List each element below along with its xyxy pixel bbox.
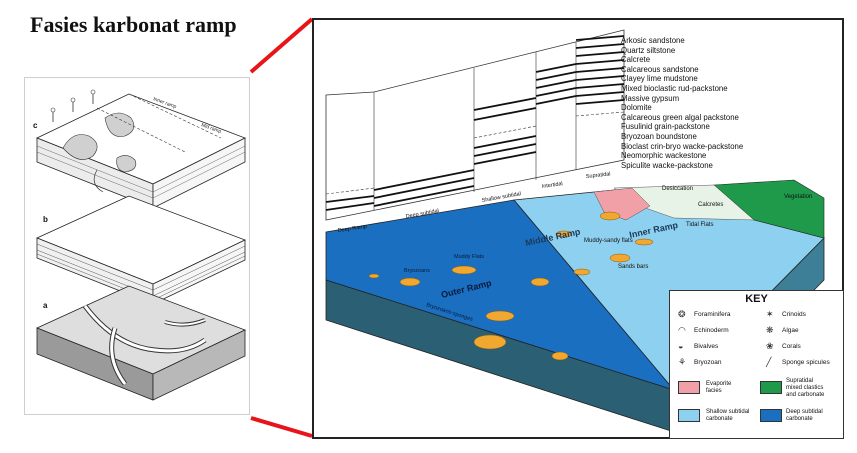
evaporite-swatch (678, 381, 700, 394)
label-muddy-flats: Muddy Flats (454, 254, 484, 260)
supratidal-swatch (760, 381, 782, 394)
deep-subtidal-swatch (760, 409, 782, 422)
block-c-label: c (33, 121, 38, 130)
key-item-bivalves: Bivalves (694, 343, 719, 350)
lithology-item: Bryozoan boundstone (621, 131, 697, 141)
key-item-echinoderm: Echinoderm (694, 327, 729, 334)
key-item-crinoids: Crinoids (782, 311, 806, 318)
zone-label-deep-ramp: Deep Ramp (337, 224, 367, 234)
lithology-item: Fusulinid grain-packstone (621, 122, 710, 132)
lithology-grid (325, 29, 625, 221)
key-item-algae: Algae (782, 327, 799, 334)
block-a-label: a (43, 301, 48, 310)
label-sands-bars: Sands bars (618, 264, 648, 270)
block-b: b (35, 195, 247, 305)
echinoderm-icon: ◠ (678, 325, 686, 335)
lithology-item: Massive gypsum (621, 93, 680, 103)
page-title: Fasies karbonat ramp (30, 12, 237, 37)
zone-label-intertidal: Intertidal (541, 181, 563, 190)
block-c: c Inner ramp Mid ramp (33, 89, 246, 209)
block-b-label: b (43, 215, 48, 224)
lithology-item: Spiculite wacke-packstone (621, 160, 713, 170)
lithology-item: Bioclast crin-bryo wacke-packstone (621, 141, 744, 151)
carbonate-ramp-diagram: Deep Ramp Deep subtidal Shallow subtidal… (312, 18, 844, 439)
legend-key: KEY ❂ Foraminifera ✶ Crinoids ◠ Echinode… (669, 290, 844, 439)
shallow-subtidal-swatch (678, 409, 700, 422)
lithology-list: Arkosic sandstone Quartz siltstone Calcr… (621, 36, 743, 170)
label-bryozoans: Bryozoans (404, 268, 430, 274)
bryozoan-icon: ⚘ (678, 357, 687, 367)
sponge-spicule-icon: ╱ (766, 357, 772, 367)
lithology-item: Dolomite (621, 103, 652, 113)
lithology-item: Calcrete (621, 55, 651, 65)
connector-top (249, 17, 314, 74)
lithology-item: Calcareous green algal packstone (621, 112, 739, 122)
bioherms (368, 211, 654, 361)
algae-icon: ❋ (766, 325, 774, 335)
label-tidal-flats: Tidal Flats (686, 222, 713, 228)
key-item-bryozoan: Bryozoan (694, 359, 722, 366)
key-item-foraminifera: Foraminifera (694, 311, 731, 318)
label-vegetation: Vegetation (784, 194, 812, 200)
lithology-item: Calcareous sandstone (621, 64, 699, 74)
connector-bottom (250, 416, 313, 438)
zone-label-supratidal: Supratidal (586, 171, 611, 180)
coral-icon: ❀ (766, 341, 774, 351)
block-diagram-panel: c Inner ramp Mid ramp b a (24, 77, 250, 415)
lithology-item: Clayey lime mudstone (621, 74, 698, 84)
key-item-corals: Corals (782, 343, 801, 350)
label-calcretes: Calcretes (698, 202, 723, 208)
label-desiccation: Desiccation (662, 186, 693, 192)
lithology-item: Arkosic sandstone (621, 36, 685, 45)
block-a: a (35, 285, 247, 401)
foraminifera-icon: ❂ (678, 309, 686, 319)
label-muddy-sandy-flats: Muddy-sandy flats (584, 238, 633, 244)
lithology-item: Neomorphic wackestone (621, 151, 707, 161)
key-title: KEY (745, 293, 768, 305)
bivalve-icon: ◒ (678, 341, 684, 351)
crinoid-icon: ✶ (766, 309, 774, 319)
lithology-item: Quartz siltstone (621, 45, 676, 55)
zone-label-deep-subtidal: Deep subtidal (405, 208, 439, 220)
key-item-sponge-spicules: Sponge spicules (782, 359, 830, 366)
lithology-item: Mixed bioclastic rud-packstone (621, 83, 728, 93)
